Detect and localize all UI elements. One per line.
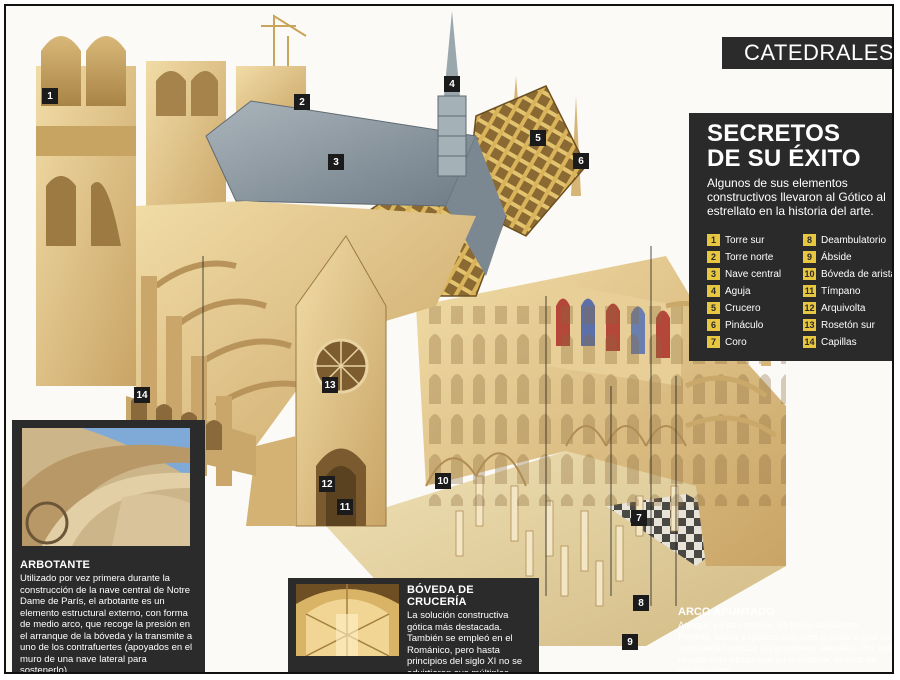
rose-tracery: [315, 340, 367, 392]
legend-number: 8: [803, 234, 816, 246]
legend-label: Rosetón sur: [821, 319, 875, 331]
boveda-title: BÓVEDA DE CRUCERÍA: [407, 584, 474, 608]
legend: 1 Torre sur 8 Deambulatorio 2 Torre norte 9…: [707, 234, 894, 348]
legend-label: Arquivolta: [821, 302, 866, 314]
legend-label: Tímpano: [821, 285, 861, 297]
section-tag: CATEDRALES: [722, 37, 892, 69]
title-line-2: DE SU ÉXITO: [707, 145, 861, 172]
boveda-text: La solución constructiva gótica más dest…: [407, 610, 523, 674]
legend-number: 3: [707, 268, 720, 280]
legend-item: 4 Aguja: [707, 285, 803, 297]
legend-number: 1: [707, 234, 720, 246]
legend-item: 11 Tímpano: [803, 285, 892, 297]
legend-item: 13 Rosetón sur: [803, 319, 892, 331]
legend-label: Coro: [725, 336, 747, 348]
legend-number: 12: [803, 302, 816, 314]
legend-label: Bóveda de aristas: [821, 268, 894, 280]
intro-text: Algunos de sus elementos constructivos l…: [707, 176, 886, 218]
legend-item: 5 Crucero: [707, 302, 803, 314]
legend-label: Torre sur: [725, 234, 765, 246]
legend-item: 10 Bóveda de aristas: [803, 268, 894, 280]
legend-label: Deambulatorio: [821, 234, 887, 246]
main-title: SECRETOS DE SU ÉXITO: [707, 120, 892, 172]
callout-5: 5: [530, 130, 546, 146]
legend-label: Ábside: [821, 251, 852, 263]
arbotante-title: ARBOTANTE: [20, 559, 91, 571]
arco-box: ARCO APUNTADO Aunque ya se conocía, es t…: [678, 606, 893, 674]
legend-number: 11: [803, 285, 816, 297]
legend-item: 2 Torre norte: [707, 251, 803, 263]
callout-4: 4: [444, 76, 460, 92]
boveda-box: BÓVEDA DE CRUCERÍA La solución construct…: [288, 578, 539, 672]
south-tower: [36, 36, 136, 386]
legend-number: 10: [803, 268, 816, 280]
legend-item: 6 Pináculo: [707, 319, 803, 331]
legend-label: Torre norte: [725, 251, 774, 263]
callout-14: 14: [134, 387, 150, 403]
callout-13: 13: [322, 377, 338, 393]
arco-text: Aunque ya se conocía, es típico del Góti…: [678, 620, 893, 674]
boveda-photo: [296, 584, 399, 656]
arbotante-text: Utilizado por vez primera durante la con…: [20, 573, 193, 674]
callout-1: 1: [42, 88, 58, 104]
legend-label: Crucero: [725, 302, 761, 314]
callout-6: 6: [573, 153, 589, 169]
legend-label: Nave central: [725, 268, 782, 280]
legend-item: 14 Capillas: [803, 336, 892, 348]
legend-number: 5: [707, 302, 720, 314]
interior-arches: [425, 425, 687, 487]
boveda-text-block: BÓVEDA DE CRUCERÍA La solución construct…: [407, 584, 531, 672]
legend-number: 7: [707, 336, 720, 348]
legend-item: 12 Arquivolta: [803, 302, 892, 314]
legend-panel: SECRETOS DE SU ÉXITO Algunos de sus elem…: [689, 113, 894, 361]
legend-number: 13: [803, 319, 816, 331]
leader-lines: [202, 246, 677, 606]
title-line-1: SECRETOS: [707, 120, 841, 147]
legend-item: 3 Nave central: [707, 268, 803, 280]
arco-title: ARCO APUNTADO: [678, 606, 775, 618]
callout-12: 12: [319, 476, 335, 492]
legend-number: 2: [707, 251, 720, 263]
spire: [437, 11, 467, 177]
arbotante-photo: [22, 428, 190, 546]
legend-item: 9 Ábside: [803, 251, 892, 263]
callout-2: 2: [294, 94, 310, 110]
legend-number: 14: [803, 336, 816, 348]
callout-7: 7: [631, 510, 647, 526]
legend-label: Pináculo: [725, 319, 764, 331]
callout-3: 3: [328, 154, 344, 170]
legend-number: 9: [803, 251, 816, 263]
legend-item: 7 Coro: [707, 336, 803, 348]
legend-label: Capillas: [821, 336, 857, 348]
magazine-page: 1 2 3 4 5 6 7 8 9 10 11 12 13 14 CATEDRA…: [4, 4, 894, 674]
legend-item: 1 Torre sur: [707, 234, 803, 246]
arbotante-box: ARBOTANTE Utilizado por vez primera dura…: [12, 420, 205, 674]
callout-9: 9: [622, 634, 638, 650]
legend-number: 4: [707, 285, 720, 297]
legend-item: 8 Deambulatorio: [803, 234, 892, 246]
legend-label: Aguja: [725, 285, 751, 297]
legend-number: 6: [707, 319, 720, 331]
callout-8: 8: [633, 595, 649, 611]
callout-11: 11: [337, 499, 353, 515]
callout-10: 10: [435, 473, 451, 489]
